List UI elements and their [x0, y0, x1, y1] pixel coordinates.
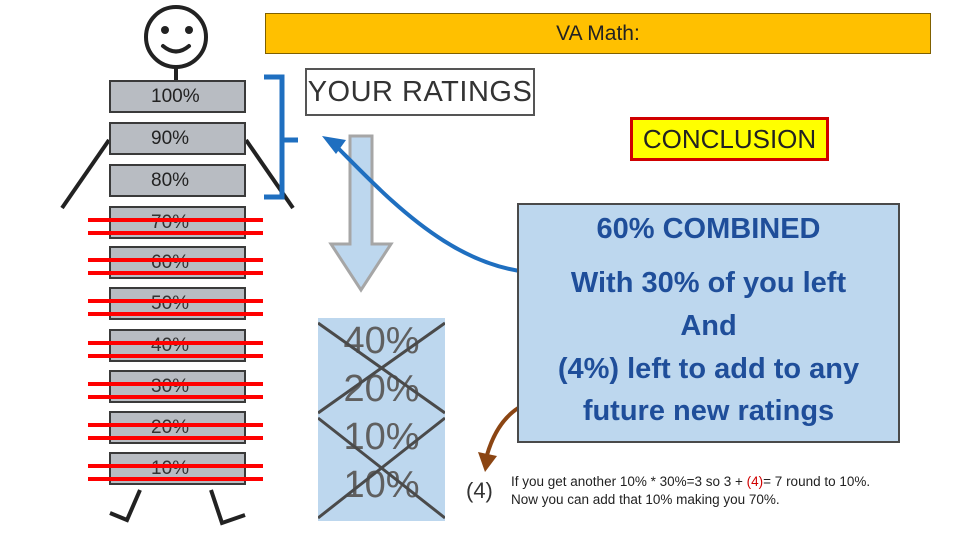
cross-out-line: [88, 312, 263, 316]
percent-label: 70%: [151, 211, 190, 233]
left-leg: [109, 489, 142, 523]
percent-label: 80%: [151, 169, 190, 191]
smiley-face-icon: [144, 5, 208, 69]
right-leg: [209, 489, 246, 526]
cross-out-line: [88, 271, 263, 275]
percent-label: 60%: [151, 251, 190, 273]
percent-label: 100%: [151, 85, 200, 107]
percent-label: 20%: [151, 416, 190, 438]
note-line-2: Now you can add that 10% making you 70%.: [511, 492, 780, 507]
conclusion-panel: 60% COMBINED With 30% of you left And (4…: [517, 203, 900, 443]
title-text: VA Math:: [556, 21, 640, 45]
cross-out-line: [88, 395, 263, 399]
bracket-shape: [264, 74, 298, 200]
cross-out-line: [88, 382, 263, 386]
remainder-label: (4): [466, 478, 493, 503]
title-bar: VA Math:: [265, 13, 931, 54]
cross-out-line: [88, 299, 263, 303]
percent-label: 30%: [151, 375, 190, 397]
panel-line-and: And: [680, 310, 737, 342]
cross-out-line: [88, 477, 263, 481]
conclusion-label: CONCLUSION: [630, 117, 829, 161]
panel-line-future: future new ratings: [582, 395, 835, 427]
cross-out-line: [88, 464, 263, 468]
percent-label: 90%: [151, 127, 190, 149]
note-line-1: If you get another 10% * 30%=3 so 3 + (4…: [511, 474, 871, 489]
percent-label: 40%: [151, 334, 190, 356]
your-ratings-label: YOUR RATINGS: [305, 68, 535, 116]
conclusion-label-text: CONCLUSION: [642, 123, 817, 154]
stack-value: 10%: [343, 416, 420, 458]
panel-line-leftover: (4%) left to add to any: [557, 353, 860, 385]
brown-arrow-head-icon: [478, 452, 497, 472]
stack-cross-marks: [318, 321, 445, 520]
cross-out-line: [88, 423, 263, 427]
note-highlight: (4): [746, 474, 764, 489]
cross-out-line: [88, 258, 263, 262]
explanation-note: If you get another 10% * 30%=3 so 3 + (4…: [511, 473, 870, 509]
left-arm: [60, 138, 111, 210]
cross-out-line: [88, 341, 263, 345]
cross-out-line: [88, 436, 263, 440]
stack-value: 10%: [343, 464, 420, 506]
cross-out-line: [88, 231, 263, 235]
curved-arrow-head-icon: [322, 136, 346, 154]
ratings-label-text: YOUR RATINGS: [307, 75, 533, 108]
stack-value: 40%: [343, 320, 420, 362]
percent-label: 50%: [151, 292, 190, 314]
cross-out-line: [88, 218, 263, 222]
percent-label: 10%: [151, 457, 190, 479]
panel-line-combined: 60% COMBINED: [596, 213, 821, 245]
stack-value: 20%: [343, 368, 420, 410]
percent-box: 80%: [109, 164, 246, 197]
panel-line-remaining: With 30% of you left: [570, 267, 847, 299]
down-arrow-icon: [328, 134, 394, 293]
cross-out-line: [88, 354, 263, 358]
ratings-stack: 40% 20% 10% 10%: [318, 318, 445, 521]
right-arm: [244, 138, 295, 210]
percent-box: 90%: [109, 122, 246, 155]
percent-box: 100%: [109, 80, 246, 113]
